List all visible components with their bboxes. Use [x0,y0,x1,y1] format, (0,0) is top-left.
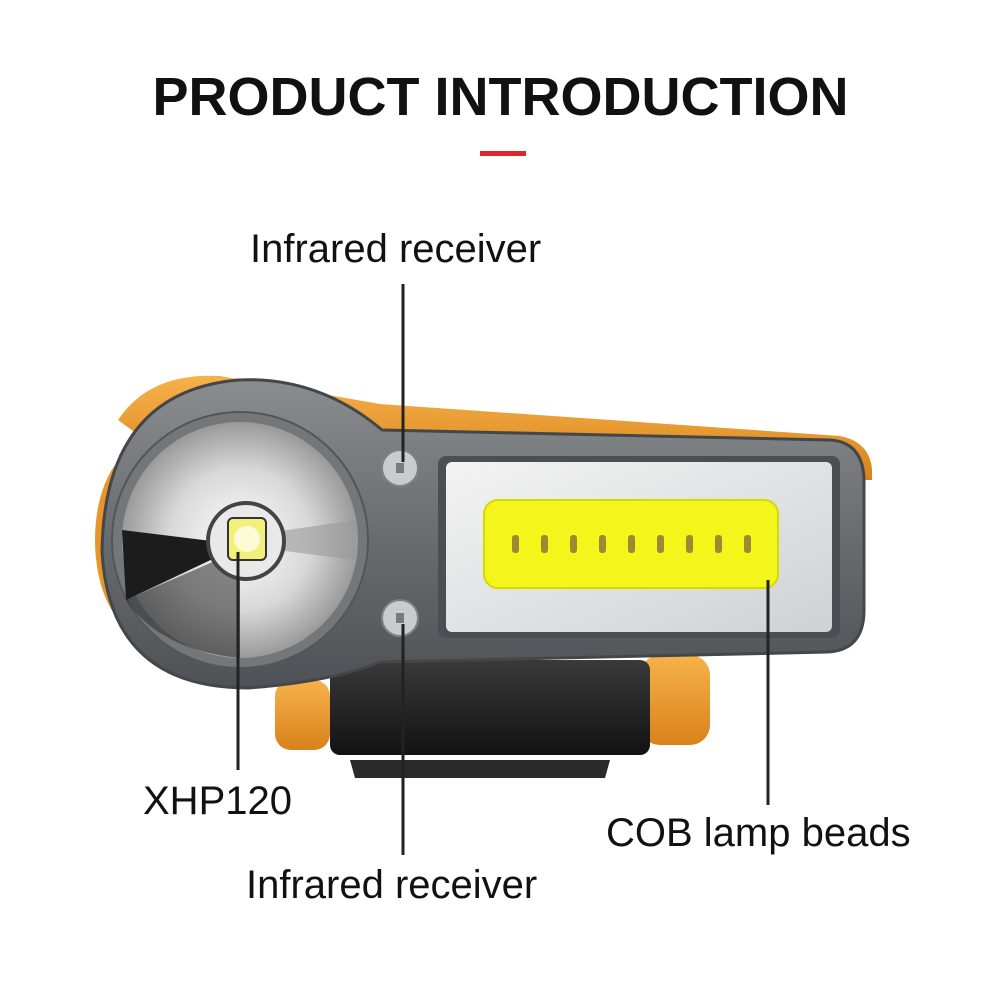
label-infrared-receiver-bottom: Infrared receiver [246,863,538,907]
label-xhp120: XHP120 [143,779,292,823]
infrared-receiver-bottom [381,599,419,637]
cob-led-bead [744,535,751,553]
cob-led-bead [570,535,577,553]
cob-led-bead [657,535,664,553]
cob-led-bead [541,535,548,553]
cob-led-bead [512,535,519,553]
cob-led-bead [686,535,693,553]
label-infrared-receiver-top: Infrared receiver [250,227,542,271]
title-underline [480,151,526,156]
cob-led-row [512,535,751,553]
page-title: PRODUCT INTRODUCTION [152,67,849,127]
cob-led-bead [715,535,722,553]
cob-led-bead [628,535,635,553]
strap [275,655,710,778]
cob-led-bead [599,535,606,553]
infrared-receiver-top [381,449,419,487]
label-cob-lamp-beads: COB lamp beads [606,811,911,855]
